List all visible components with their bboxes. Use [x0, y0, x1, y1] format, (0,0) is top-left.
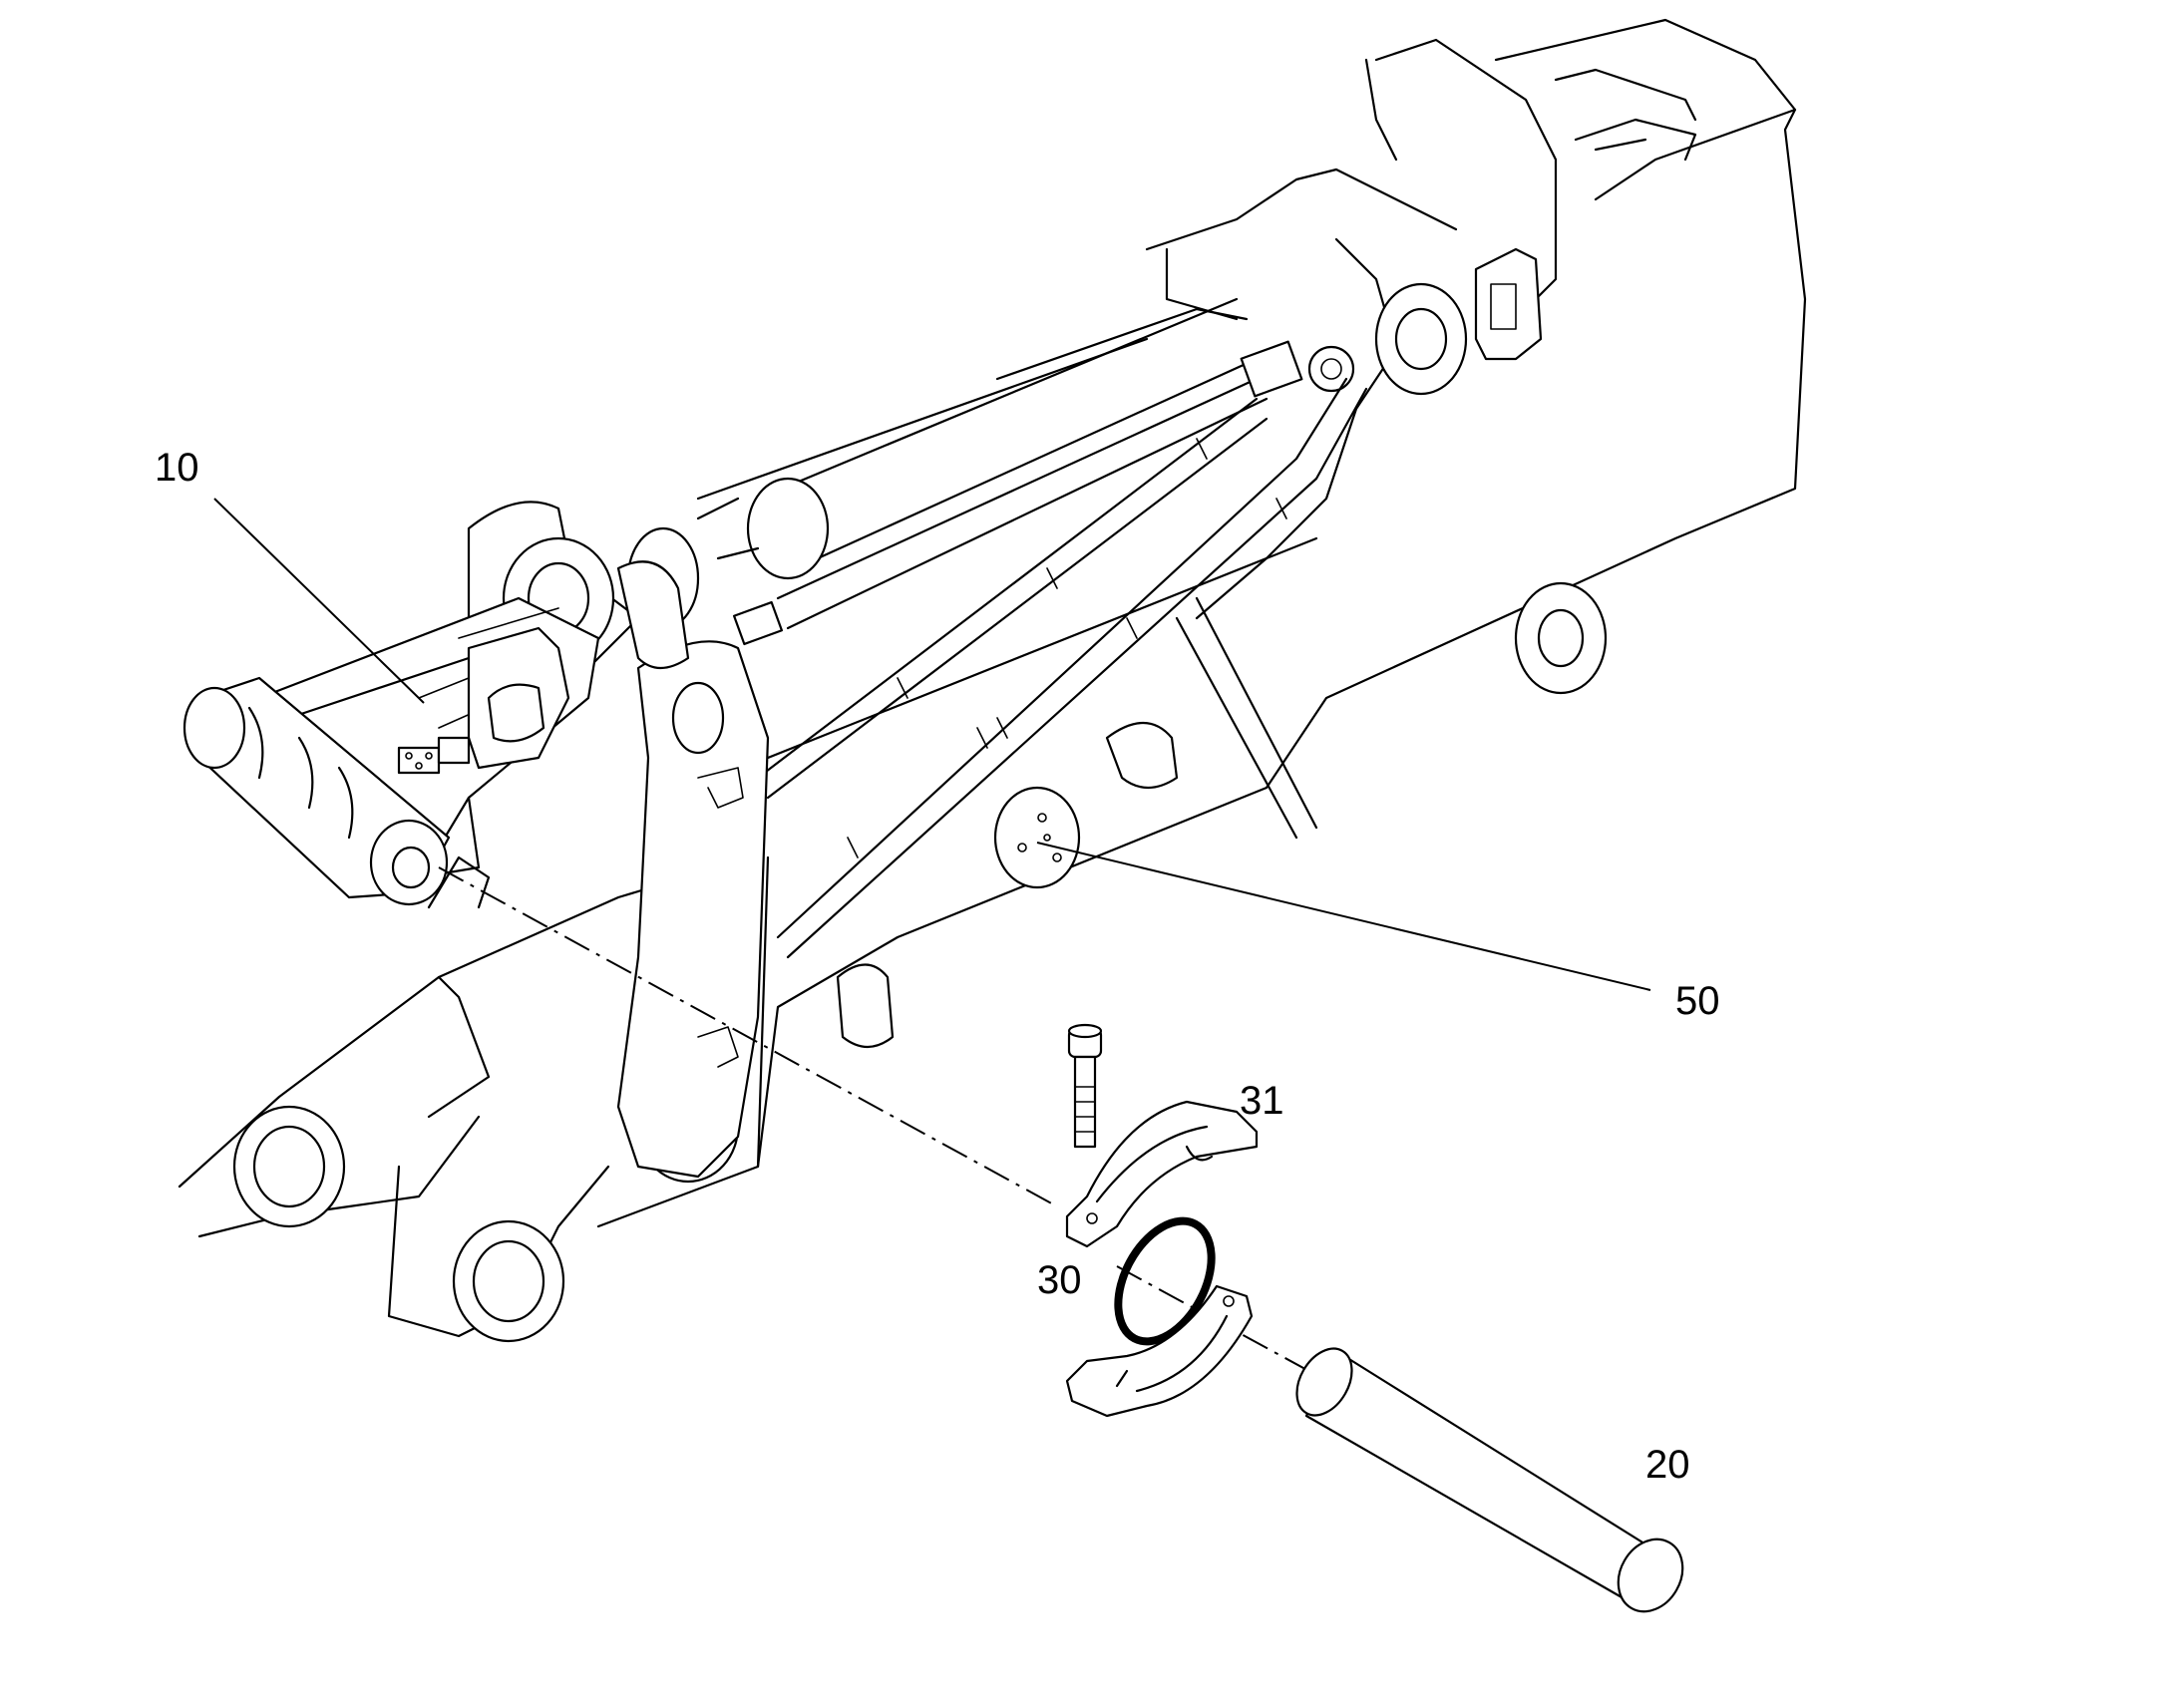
assembly-axis-line-2: [1116, 1265, 1337, 1387]
callout-30: 30: [1037, 1258, 1082, 1302]
link-lever: [616, 640, 770, 1179]
o-ring: [1114, 1216, 1216, 1346]
hydraulic-cylinder: [626, 297, 1355, 646]
assembly-axis-line: [438, 866, 1058, 1207]
callout-31: 31: [1240, 1079, 1284, 1123]
callout-20: 20: [1645, 1443, 1690, 1487]
cap-screw: [1067, 1023, 1103, 1149]
pivot-bosses: [836, 247, 1608, 1049]
leader-lines: [213, 498, 1651, 991]
hydraulic-hoses: [756, 377, 1368, 959]
boom-body: [596, 18, 1807, 1228]
clamp-half-lower: [1065, 1284, 1254, 1418]
clamp-half-upper: [1065, 1100, 1259, 1248]
callout-50: 50: [1675, 979, 1720, 1023]
pin: [1295, 1347, 1684, 1613]
callout-10: 10: [155, 446, 199, 490]
roller-drum: [182, 676, 451, 906]
